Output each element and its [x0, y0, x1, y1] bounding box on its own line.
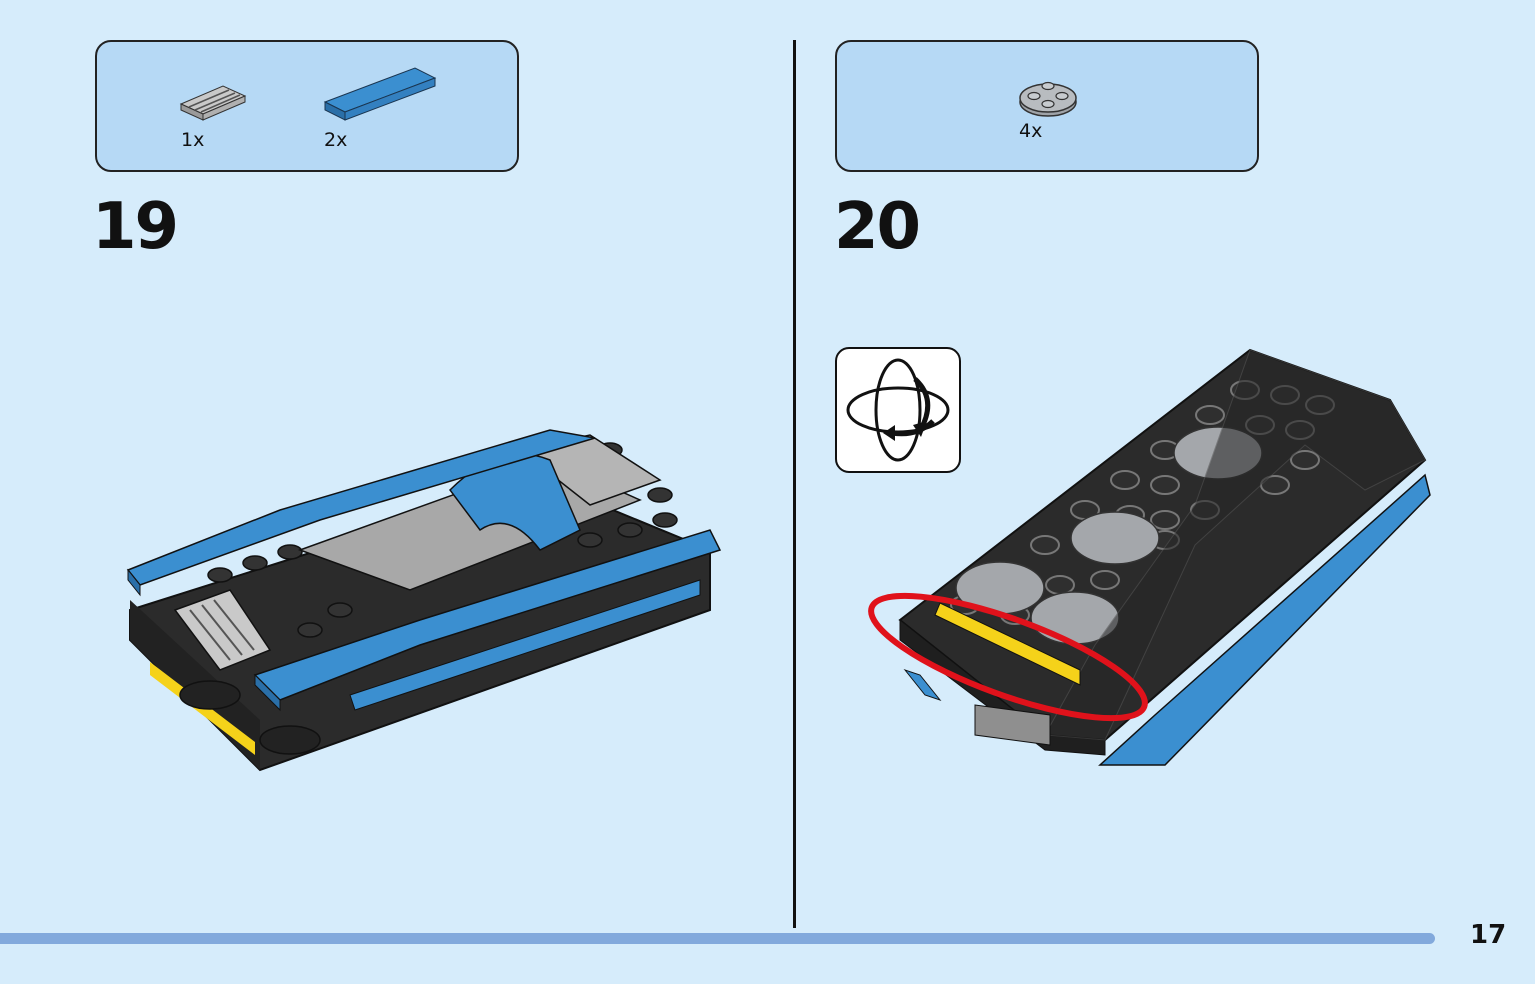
page-progress-bar [0, 933, 1436, 944]
rotate-model-box [835, 347, 961, 473]
step-divider [793, 40, 796, 928]
round-plate-icon [1019, 81, 1077, 117]
step-19-part-2-qty: 2x [324, 129, 348, 151]
step-20-parts-box: 4x [835, 40, 1259, 172]
step-20-part-1-qty: 4x [1019, 120, 1043, 142]
step-20-model-image [868, 348, 1431, 766]
blue-tile-icon [323, 67, 437, 121]
grille-tile-icon [179, 85, 247, 121]
step-20-number: 20 [834, 190, 921, 264]
step-19-model-image [126, 429, 722, 772]
page-number: 17 [1470, 920, 1507, 950]
step-19-number: 19 [92, 190, 179, 264]
page-progress-fill [0, 933, 1436, 944]
step-19-part-1-qty: 1x [181, 129, 205, 151]
rotate-model-icon [846, 358, 950, 462]
step-19-parts-box: 1x 2x [95, 40, 519, 172]
